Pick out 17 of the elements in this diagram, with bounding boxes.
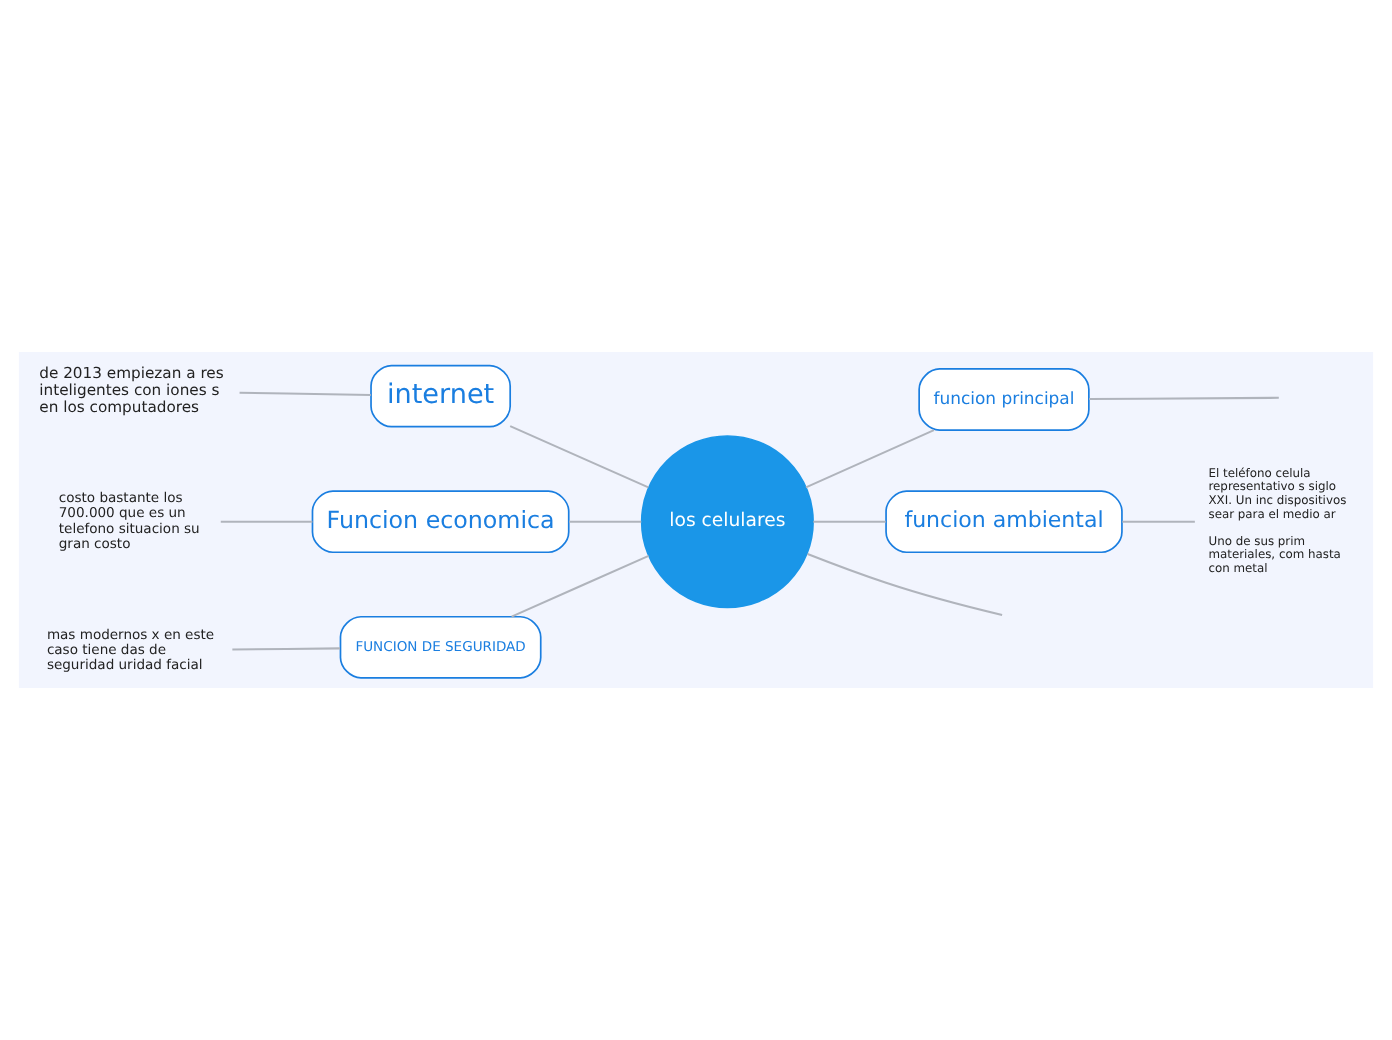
node-box: Funcion economica bbox=[311, 490, 570, 554]
connector bbox=[1089, 396, 1279, 400]
connector bbox=[509, 425, 649, 489]
node-box: funcion ambiental bbox=[885, 490, 1123, 554]
node-circle: los celulares bbox=[640, 435, 814, 609]
connector bbox=[807, 553, 1003, 616]
connector bbox=[232, 647, 340, 651]
node-box: internet bbox=[370, 364, 512, 428]
connector bbox=[569, 520, 642, 523]
connector bbox=[1122, 520, 1195, 523]
node-text: de 2013 empiezan a res inteligentes con iones s en los computadores bbox=[39, 363, 224, 416]
connector bbox=[511, 554, 649, 618]
connector bbox=[220, 520, 313, 523]
node-box: funcion principal bbox=[918, 368, 1090, 431]
connector bbox=[239, 391, 371, 396]
connector bbox=[805, 429, 935, 489]
connector bbox=[813, 520, 886, 523]
